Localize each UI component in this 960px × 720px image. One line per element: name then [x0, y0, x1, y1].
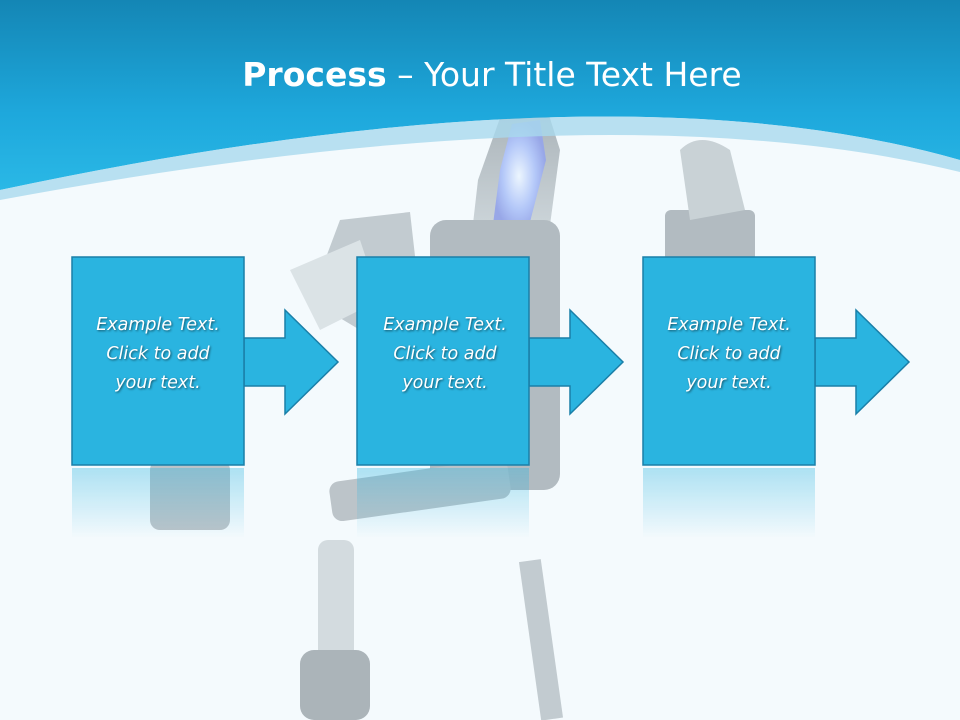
step-3-shape	[642, 256, 911, 466]
header-band	[0, 0, 960, 190]
step-text-line: Click to add	[393, 344, 497, 364]
arrow-right-icon	[814, 308, 911, 416]
arrow-right-icon	[528, 308, 625, 416]
step-2-text[interactable]: Example Text. Click to add your text.	[359, 311, 531, 398]
step-reflection	[643, 468, 815, 538]
step-text-line: Example Text.	[383, 315, 507, 335]
step-1-text[interactable]: Example Text. Click to add your text.	[72, 311, 244, 398]
header-swoosh	[0, 116, 960, 200]
title-bold: Process	[242, 55, 387, 94]
step-2-shape	[356, 256, 625, 466]
step-box	[642, 256, 816, 466]
step-1-shape	[71, 256, 340, 466]
step-text-line: Click to add	[677, 344, 781, 364]
arrow-right-icon	[243, 308, 340, 416]
step-reflection	[357, 468, 529, 538]
step-reflection	[72, 468, 244, 538]
step-text-line: Example Text.	[96, 315, 220, 335]
step-text-line: your text.	[686, 373, 772, 393]
step-text-line: your text.	[402, 373, 488, 393]
step-text-line: your text.	[115, 373, 201, 393]
title-rest: – Your Title Text Here	[386, 55, 742, 94]
step-text-line: Click to add	[106, 344, 210, 364]
step-box	[71, 256, 245, 466]
slide-title[interactable]: Process – Your Title Text Here	[0, 54, 960, 96]
step-box	[356, 256, 530, 466]
step-3-text[interactable]: Example Text. Click to add your text.	[643, 311, 815, 398]
step-text-line: Example Text.	[667, 315, 791, 335]
